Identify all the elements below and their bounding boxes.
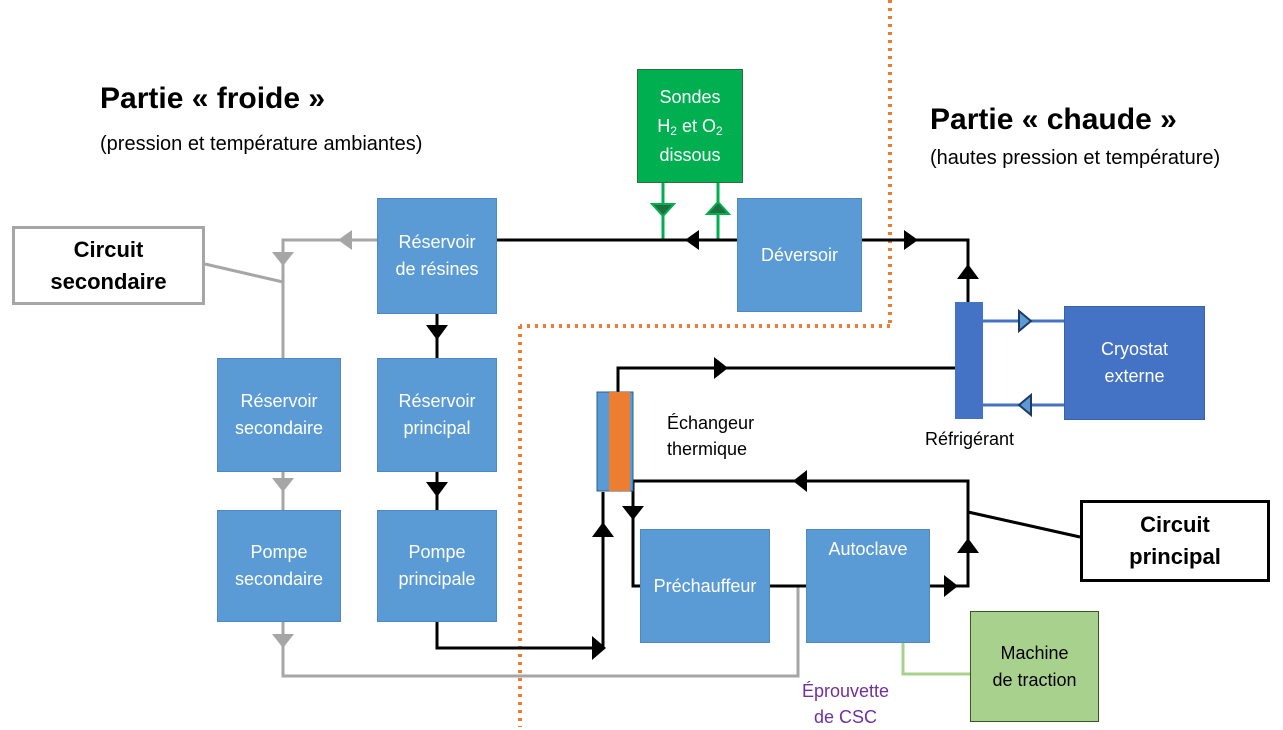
- autoclave-box: Autoclave: [806, 529, 930, 643]
- cold-part-title: Partie « froide »: [100, 82, 326, 115]
- cooling-arrows: [1017, 308, 1033, 418]
- preheater-box: Préchauffeur: [640, 529, 770, 643]
- hot-cold-boundary: [518, 0, 892, 727]
- coolant-column: [955, 302, 983, 419]
- cold-part-subtitle: (pression et température ambiantes): [100, 133, 423, 155]
- heat-exchanger: [596, 391, 634, 492]
- probe-arrows: [649, 200, 732, 218]
- hot-part-title: Partie « chaude »: [930, 103, 1177, 136]
- spillway-box: Déversoir: [737, 198, 862, 312]
- main-circuit-arrows: [426, 230, 979, 660]
- coolant-label: Réfrigérant: [925, 429, 1015, 449]
- secondary-circuit-arrows: [272, 230, 352, 648]
- hot-part-subtitle: (hautes pression et température): [930, 147, 1221, 169]
- dissolved-gas-probes: Sondes H2 et O2 dissous: [637, 69, 743, 183]
- cooling-lines: [983, 319, 1064, 407]
